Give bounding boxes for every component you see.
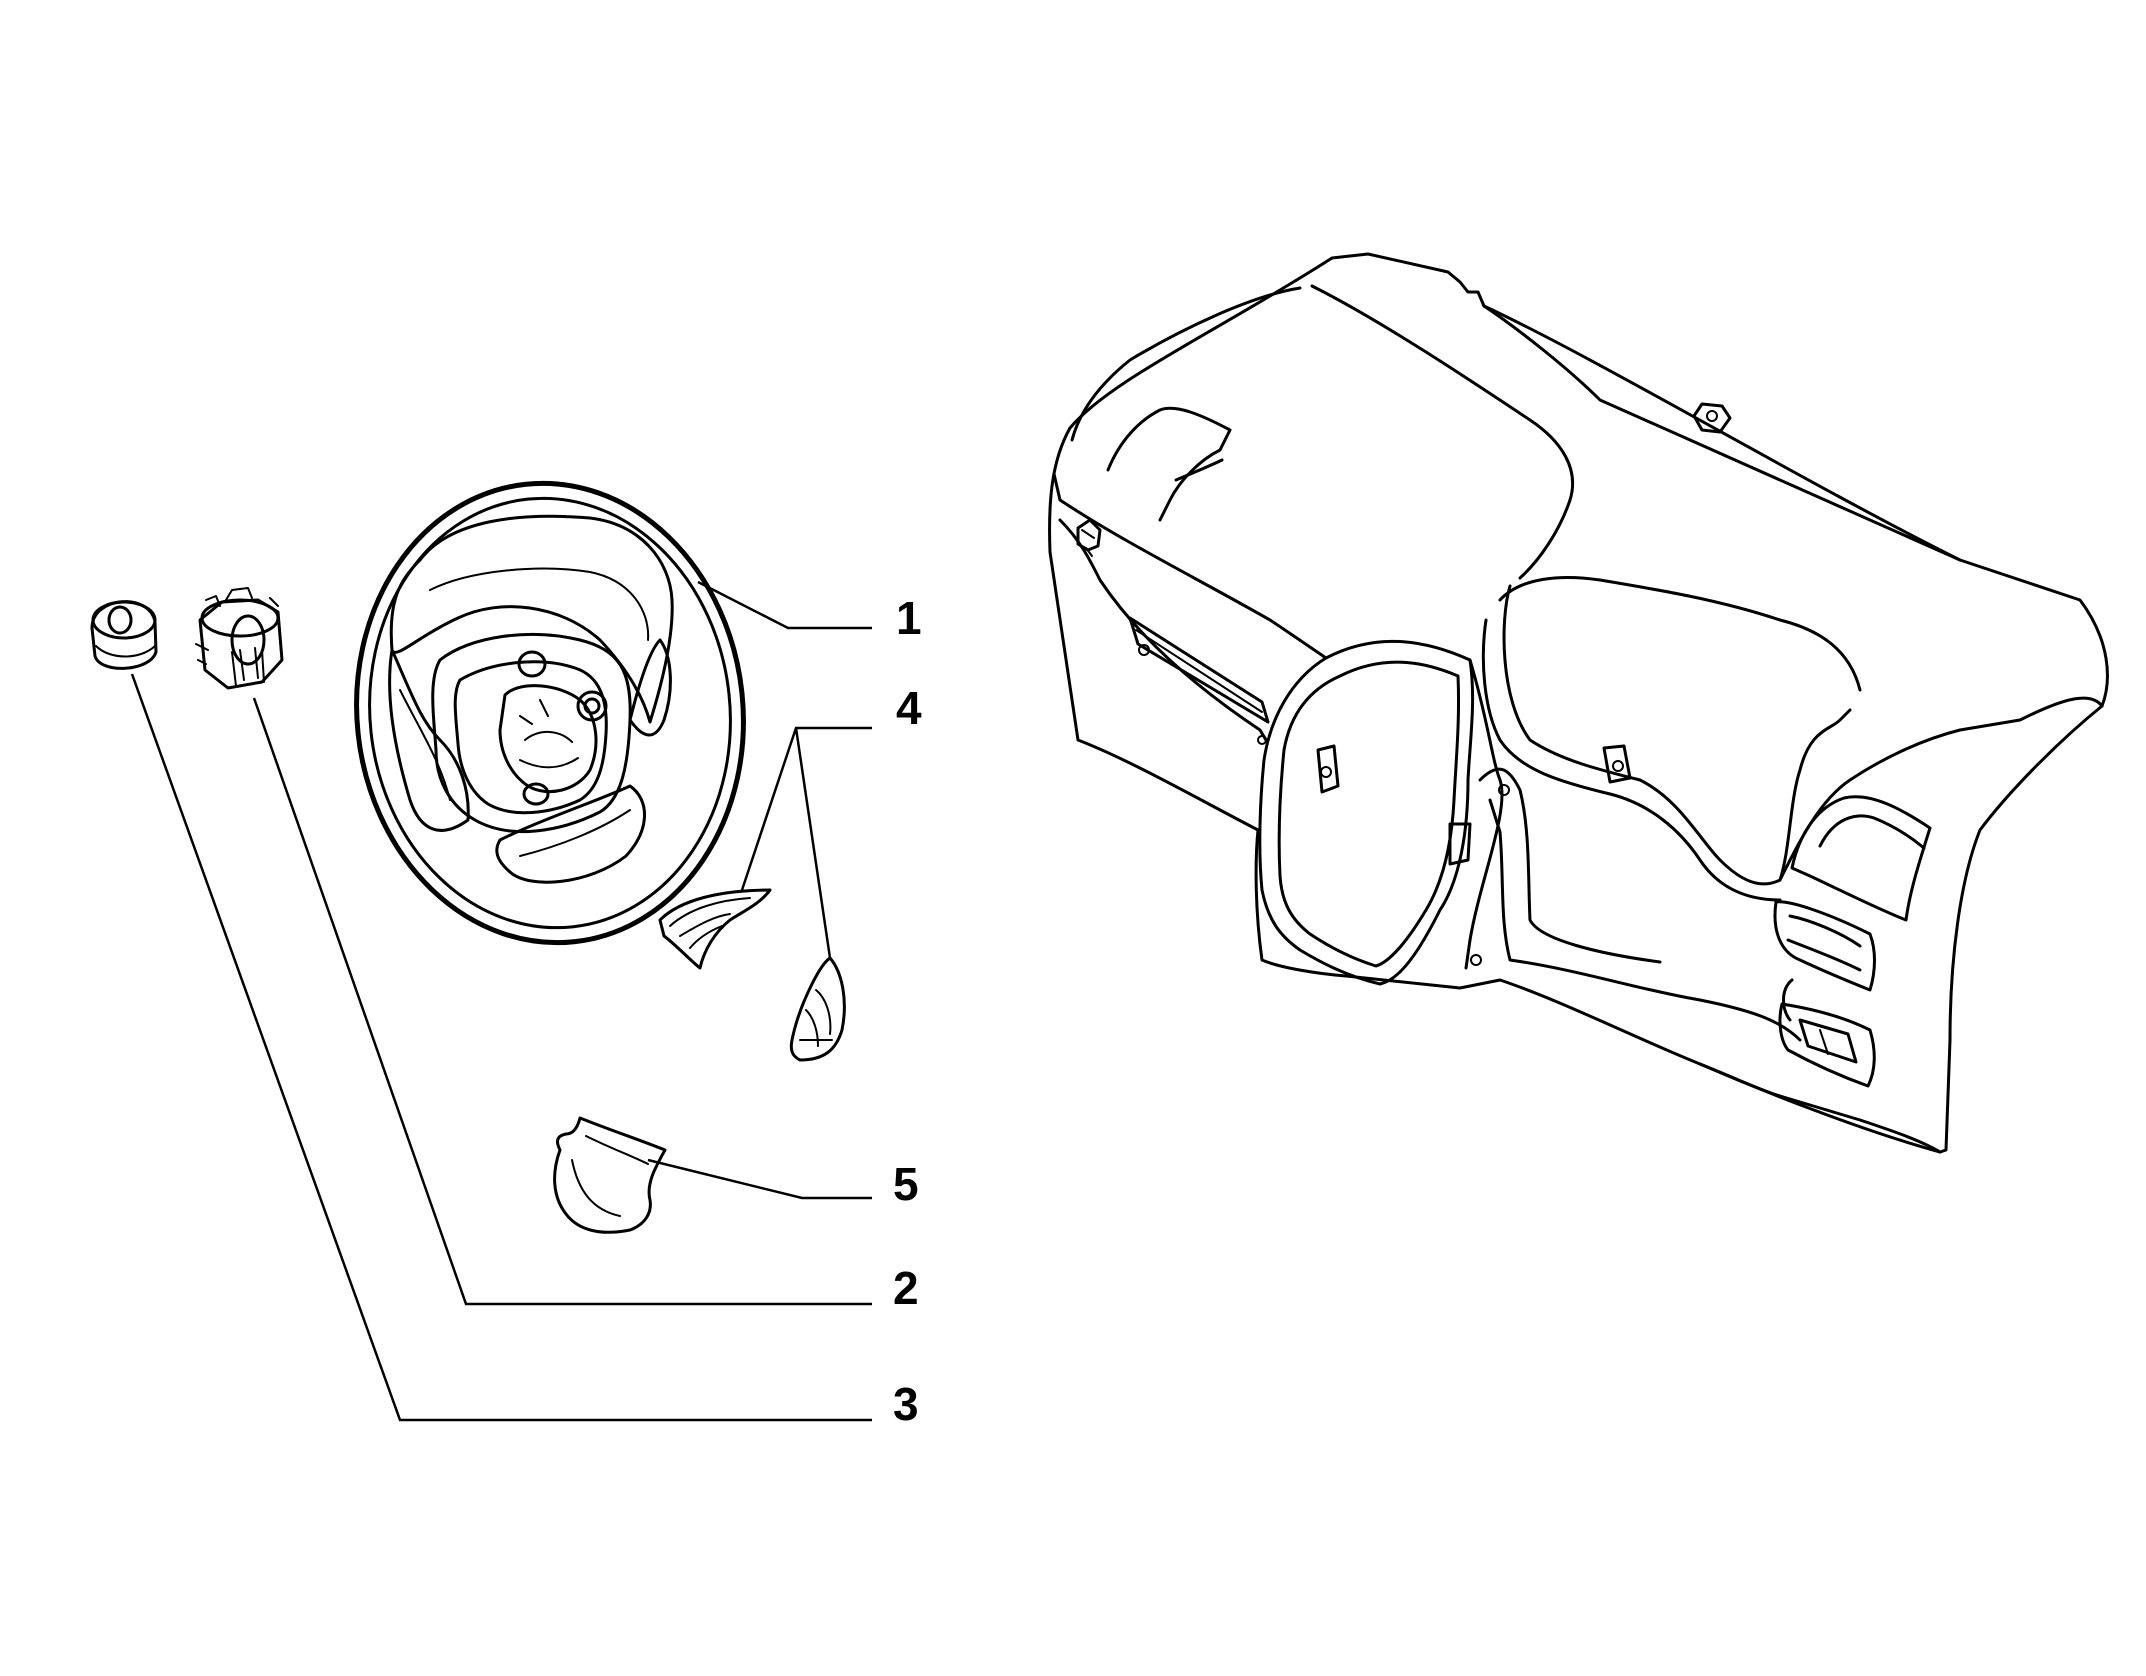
dashboard-assembly <box>1048 252 2109 1154</box>
leader-line-4b <box>794 727 832 959</box>
leader-line-2 <box>252 697 872 1306</box>
callout-label-5: 5 <box>893 1158 919 1210</box>
control-button-left <box>658 888 772 970</box>
callout-labels: 1 4 5 2 3 <box>893 592 922 1430</box>
spoke-cover-part <box>553 1116 667 1234</box>
steering-wheel-part <box>354 480 746 946</box>
leader-line-5 <box>647 1158 872 1200</box>
leader-line-1 <box>697 580 872 630</box>
callout-label-4: 4 <box>896 682 922 734</box>
callout-label-2: 2 <box>893 1262 919 1314</box>
leader-lines <box>130 580 872 1422</box>
callout-label-1: 1 <box>896 592 922 644</box>
control-button-right <box>789 956 846 1062</box>
washer-part <box>90 600 158 670</box>
leader-line-3 <box>130 673 872 1422</box>
steering-nut-part <box>195 587 284 690</box>
callout-label-3: 3 <box>893 1378 919 1430</box>
